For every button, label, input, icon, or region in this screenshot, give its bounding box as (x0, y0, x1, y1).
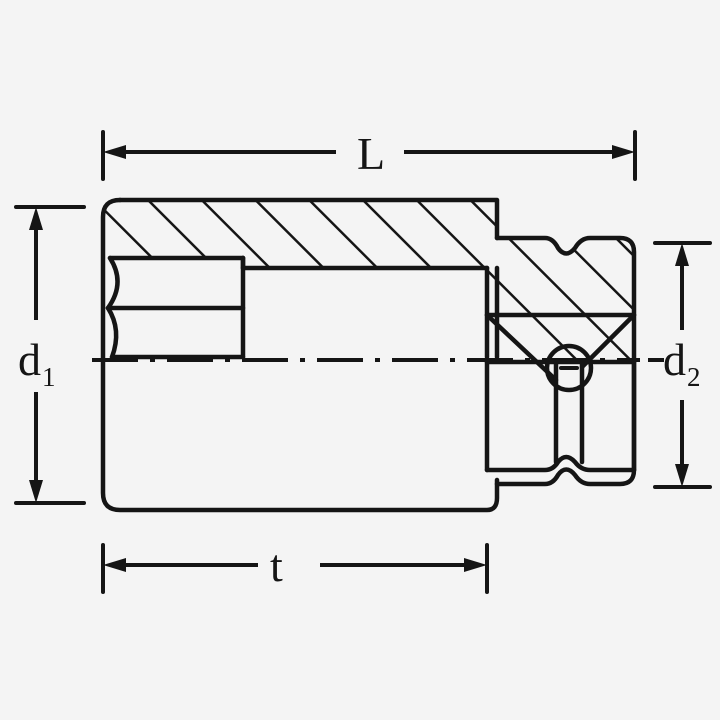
dimension-label-L: L (357, 131, 385, 177)
hex-socket-bore (105, 255, 246, 360)
dimension-subscript-d2: 2 (687, 362, 701, 392)
dimension-symbol-L: L (357, 128, 386, 179)
dimension-symbol-d2: d (663, 334, 686, 385)
section-hatching (103, 200, 634, 362)
dimension-symbol-t: t (270, 540, 283, 591)
dimension-d2 (653, 241, 712, 489)
dimension-t (101, 543, 489, 594)
dimension-label-d2: d2 (663, 334, 701, 391)
inner-bore (240, 255, 500, 360)
dimension-L (101, 130, 637, 181)
dimension-label-d1: d1 (18, 334, 56, 391)
ball-detent (544, 343, 594, 393)
dimension-d1 (14, 205, 86, 505)
dimension-label-t: t (270, 543, 283, 589)
dimension-subscript-d1: 1 (42, 362, 56, 392)
dimension-symbol-d1: d (18, 334, 41, 385)
